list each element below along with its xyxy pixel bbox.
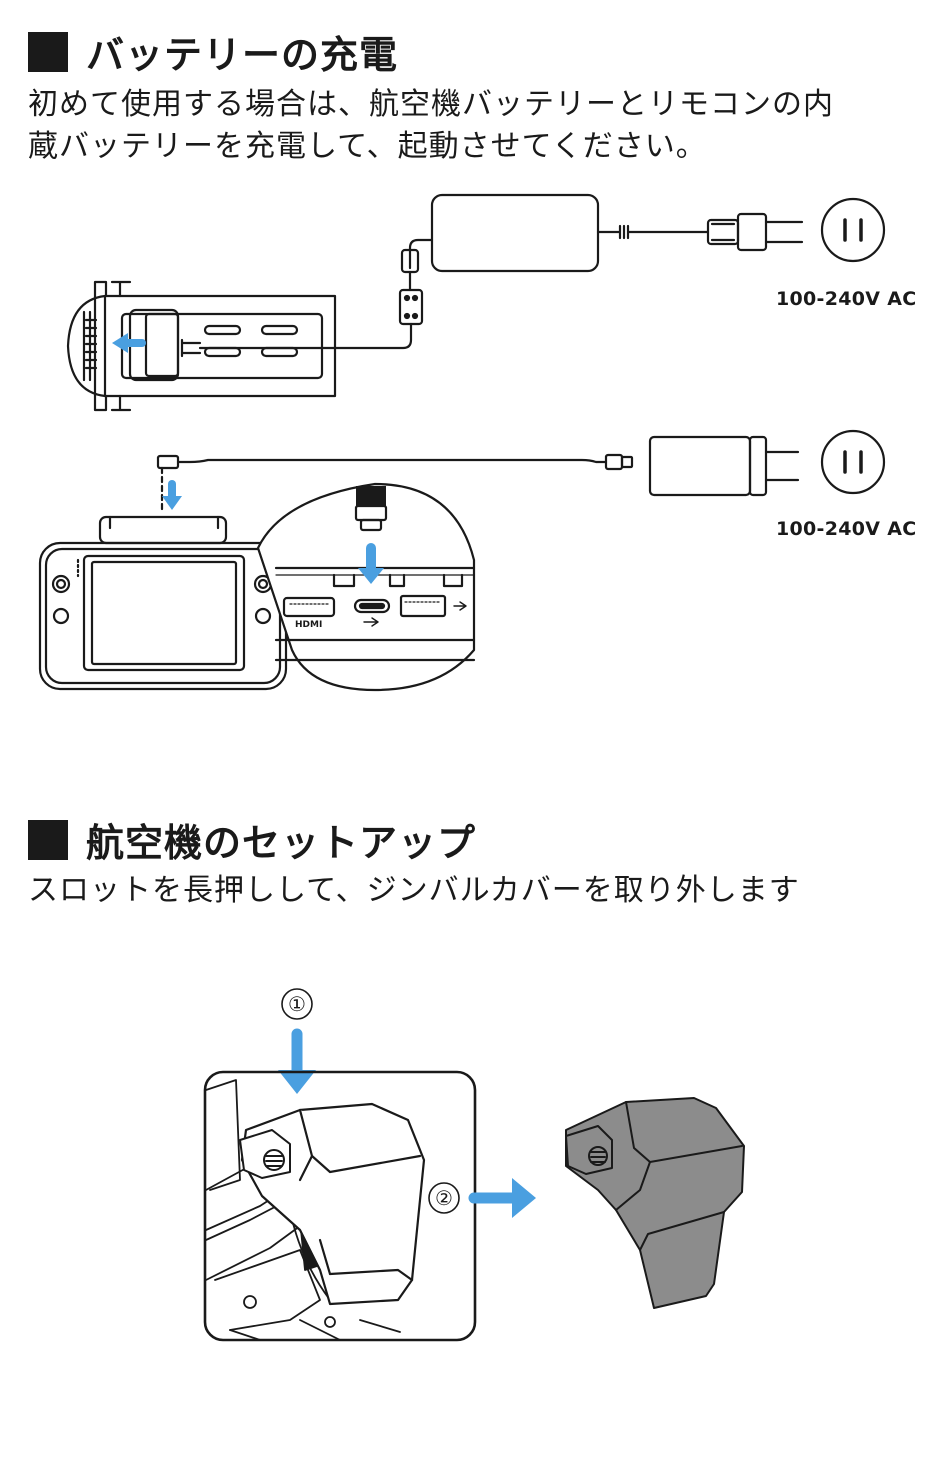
step-1-label: ① [288, 992, 306, 1016]
battery-charging-cable [182, 240, 432, 356]
section-body-text: スロットを長押しして、ジンバルカバーを取り外します [28, 870, 928, 912]
charging-illustration: HDMI [0, 0, 950, 720]
body-line: スロットを長押しして、ジンバルカバーを取り外します [28, 870, 928, 912]
wall-outlet-icon [822, 431, 884, 493]
press-down-arrow-head [278, 1070, 316, 1094]
gimbal-cover-latch [240, 1130, 290, 1178]
gimbal-cover-illustration: ① ② [0, 980, 950, 1420]
plug-down-arrow-head [162, 496, 182, 510]
wall-outlet-icon [822, 199, 884, 261]
hdmi-port-label: HDMI [295, 620, 322, 630]
gimbal-cover-removed [566, 1098, 744, 1308]
port-zoom-view [258, 484, 474, 690]
usb-power-adapter [650, 437, 798, 495]
title-square-icon [28, 820, 68, 860]
aircraft-battery [68, 282, 335, 410]
voltage-label: 100-240V AC [776, 288, 916, 310]
remove-arrow-head [512, 1178, 536, 1218]
battery-charger-adapter [432, 195, 802, 271]
connect-arrow-head [112, 333, 128, 353]
remote-controller [40, 517, 286, 689]
step-2-label: ② [435, 1186, 453, 1210]
section-title-aircraft-setup: 航空機のセットアップ [28, 812, 476, 867]
voltage-label: 100-240V AC [776, 518, 916, 540]
section-title-text: 航空機のセットアップ [86, 812, 476, 867]
